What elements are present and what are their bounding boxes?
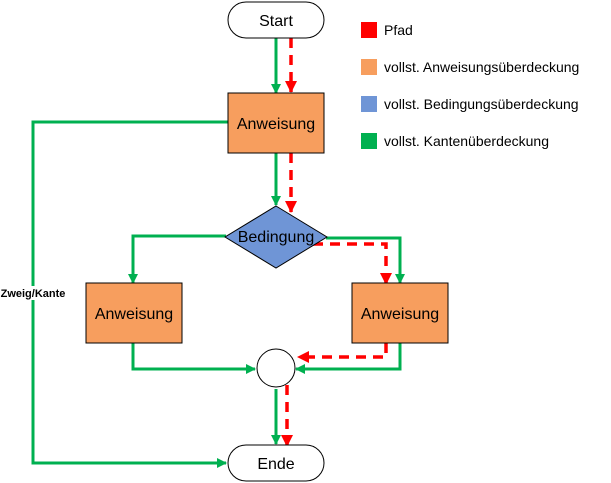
node-statement-right: Anweisung: [351, 282, 449, 344]
edge-condition-to-left: [128, 234, 226, 284]
node-statement-right-label: Anweisung: [361, 306, 439, 323]
legend-item-statement: vollst. Anweisungsüberdeckung: [361, 59, 579, 75]
node-start-label: Start: [259, 13, 293, 30]
legend-item-edge: vollst. Kantenüberdeckung: [361, 133, 549, 149]
legend-swatch-condition: [361, 96, 377, 112]
edge-left-to-merge: [131, 343, 256, 374]
legend-swatch-statement: [361, 59, 377, 75]
legend-swatch-path: [361, 22, 377, 38]
legend-swatch-edge: [361, 133, 377, 149]
node-statement-top-label: Anweisung: [237, 116, 315, 133]
node-statement-top: Anweisung: [227, 92, 325, 154]
legend-item-condition: vollst. Bedingungsüberdeckung: [361, 96, 579, 112]
node-end-label: Ende: [257, 456, 294, 473]
edge-condition-to-right: [326, 236, 405, 284]
legend: Pfad vollst. Anweisungsüberdeckung volls…: [361, 22, 579, 149]
edge-label: Zweig/Kante: [1, 288, 66, 300]
node-statement-left: Anweisung: [85, 282, 183, 344]
node-condition-label: Bedingung: [238, 229, 315, 246]
legend-item-path: Pfad: [361, 22, 413, 38]
node-merge: [256, 348, 296, 388]
edge-right-to-merge: [295, 343, 402, 374]
legend-label-edge: vollst. Kantenüberdeckung: [384, 133, 549, 149]
path-condition-to-right: [313, 242, 392, 285]
legend-label-path: Pfad: [384, 22, 413, 38]
node-condition: Bedingung: [224, 205, 328, 269]
green-edges: [31, 38, 405, 468]
node-end: Ende: [227, 444, 325, 482]
legend-label-statement: vollst. Anweisungsüberdeckung: [384, 59, 579, 75]
node-start: Start: [227, 1, 325, 39]
node-statement-left-label: Anweisung: [95, 306, 173, 323]
legend-label-condition: vollst. Bedingungsüberdeckung: [384, 96, 579, 112]
edge-label-group: Zweig/Kante: [1, 286, 66, 300]
red-path: [281, 38, 392, 447]
path-right-to-merge: [297, 343, 388, 363]
